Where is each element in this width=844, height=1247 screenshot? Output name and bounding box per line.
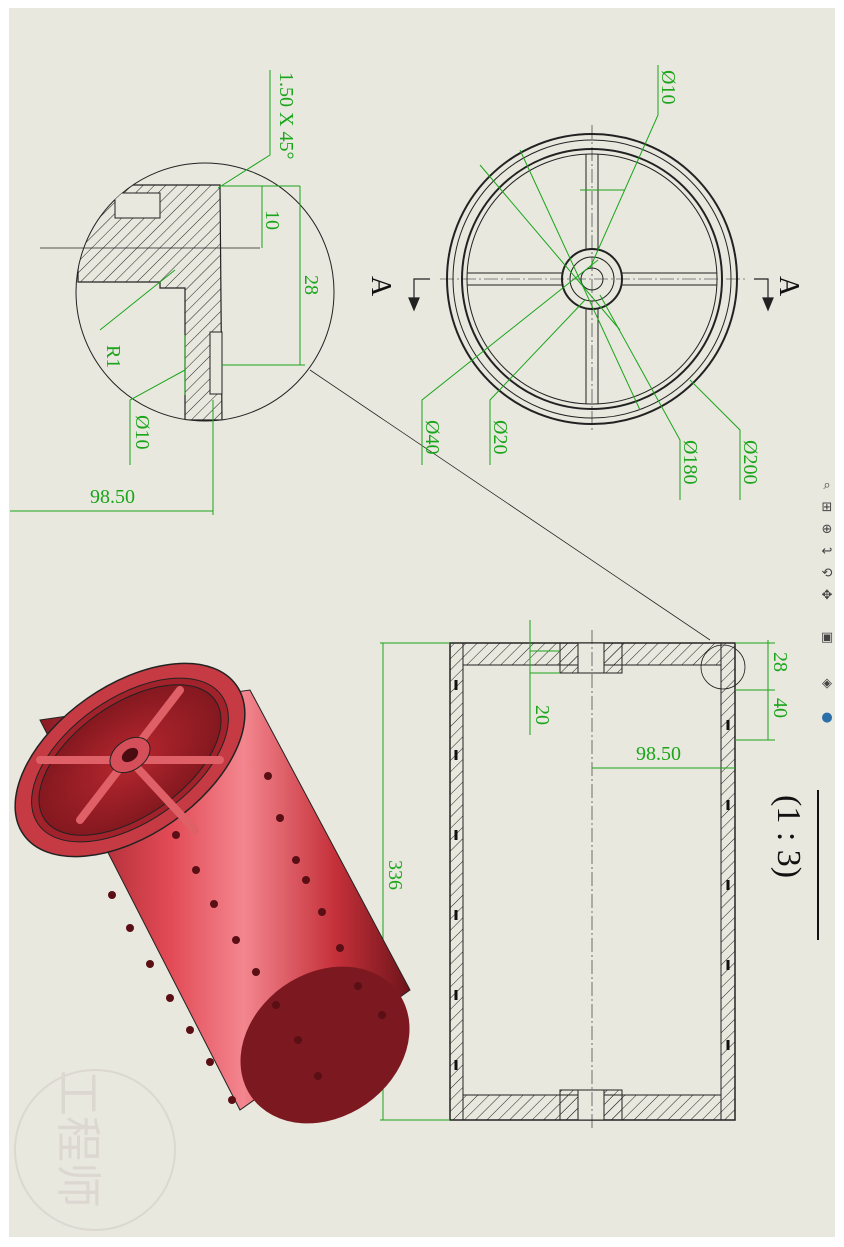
hole-dia-label: Ø10: [131, 415, 153, 449]
previous-view-icon[interactable]: ↩: [821, 544, 833, 559]
outer-ring-dia-label: Ø200: [739, 440, 761, 484]
offset-label: 98.50: [90, 486, 135, 508]
zoom-icon[interactable]: ⊕: [821, 522, 833, 537]
section-label-a-left: A: [365, 276, 396, 297]
detail-circle: [75, 162, 335, 422]
appearance-icon[interactable]: ●: [821, 710, 833, 725]
display-style-icon[interactable]: ▣: [820, 630, 834, 645]
chamfer-label: 1.50 X 45°: [275, 72, 297, 159]
detail-view: 1.50 X 45° 10 28 R1 Ø10 98.50: [10, 70, 711, 641]
section-dim-40-label: 40: [769, 698, 791, 718]
end-view: A A Ø10 Ø40 Ø20 Ø180 Ø200: [365, 65, 804, 500]
hub-hole-dia-label: Ø10: [657, 70, 679, 104]
view-orient-icon[interactable]: ◈: [822, 676, 832, 691]
dim-10-label: 10: [261, 210, 283, 230]
rotate-icon[interactable]: ⟲: [821, 566, 833, 581]
section-dim-28-label: 28: [769, 652, 791, 672]
section-view: 336 20 98.50 28 40 (1 : 3): [380, 620, 819, 1130]
length-label: 336: [384, 860, 406, 890]
watermark: 工程师: [14, 1069, 176, 1231]
spoke-width-label: 20: [531, 705, 553, 725]
zoom-area-icon[interactable]: ⊞: [821, 500, 833, 515]
inner-hub-dia-label: Ø20: [489, 420, 511, 454]
pan-icon[interactable]: ✥: [821, 588, 833, 603]
inner-ring-dia-label: Ø180: [679, 440, 701, 484]
outer-hub-dia-label: Ø40: [421, 420, 443, 454]
scale-label: (1 : 3): [770, 795, 807, 878]
section-offset-label: 98.50: [636, 743, 681, 765]
watermark-text: 工程师: [51, 1070, 105, 1208]
detail-leader: [309, 369, 711, 641]
zoom-fit-icon[interactable]: ⌕: [823, 478, 831, 493]
dim-28-label: 28: [300, 275, 322, 295]
section-label-a-right: A: [773, 276, 804, 297]
radius-label: R1: [102, 345, 124, 368]
iso-part: [14, 662, 411, 1124]
